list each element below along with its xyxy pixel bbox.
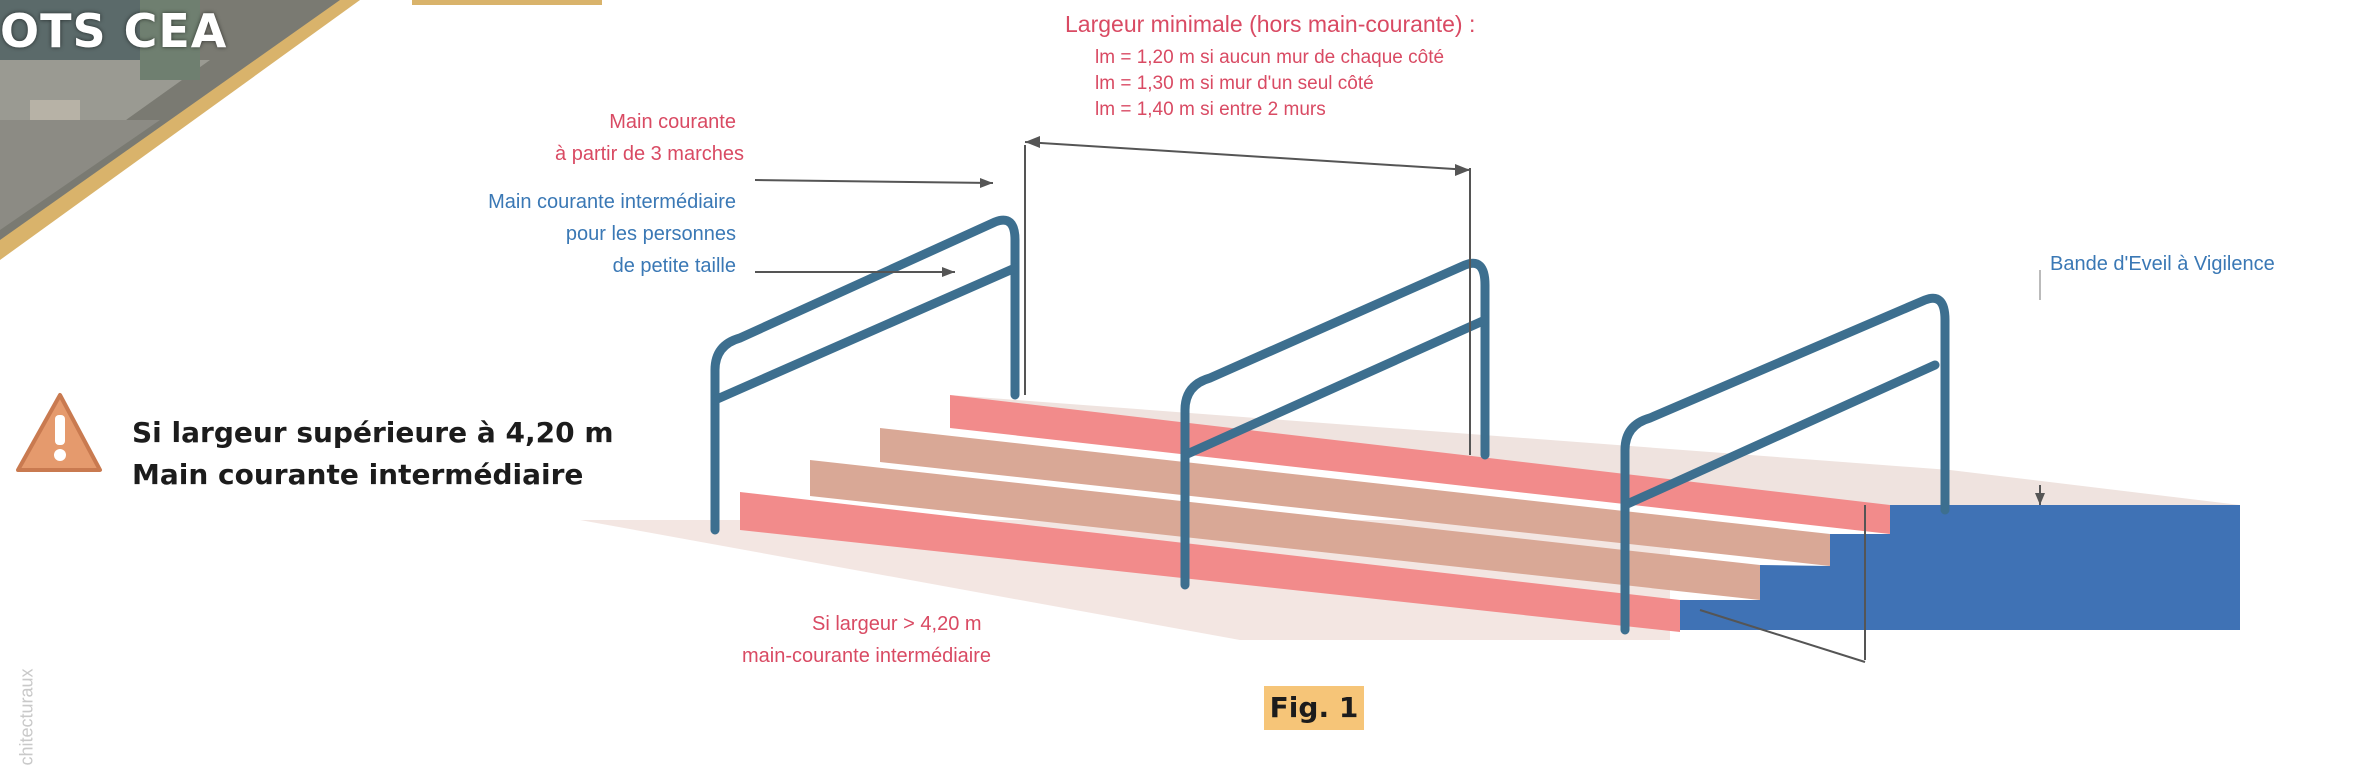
intermediate-label-3: de petite taille [612, 255, 736, 277]
step-1 [740, 492, 1680, 632]
width-line-2: lm = 1,30 m si mur d'un seul côté [1095, 73, 1374, 94]
width-title: Largeur minimale (hors main-courante) : [1065, 11, 1476, 37]
top-landing [950, 395, 2240, 510]
warning-line-2: Main courante intermédiaire [132, 458, 584, 491]
handrail-label-1: Main courante [609, 111, 736, 133]
intermediate-label-2: pour les personnes [565, 223, 736, 245]
step-2 [810, 460, 1760, 600]
handrail-leader [754, 179, 994, 184]
warning-band-label: Bande d'Eveil à Vigilence [2050, 253, 2275, 275]
width-line-1: lm = 1,20 m si aucun mur de chaque côté [1095, 47, 1445, 68]
banner-title: OTS CEA [0, 4, 228, 58]
width-line-3: lm = 1,40 m si entre 2 murs [1095, 99, 1326, 120]
handrail-middle [1180, 258, 1490, 590]
handrail-label-2: à partir de 3 marches [555, 143, 744, 165]
handrail-right [1620, 293, 1950, 635]
bottom-label-2: main-courante intermédiaire [742, 645, 992, 667]
banner-photo [0, 0, 360, 260]
side-caption: chitecturaux [16, 668, 37, 766]
warning-line-1: Si largeur supérieure à 4,20 m [132, 416, 614, 449]
width-dimension [1024, 141, 1471, 455]
landing-block [1680, 505, 2240, 630]
warning-text: Si largeur supérieure à 4,20 m Main cour… [132, 412, 614, 496]
handrail-left [710, 215, 1020, 535]
figure-caption: Fig. 1 [1264, 686, 1364, 730]
step-3 [880, 428, 1830, 566]
bottom-label-1: Si largeur > 4,20 m [812, 613, 982, 635]
warning-icon [16, 393, 102, 472]
intermediate-label-1: Main courante intermédiaire [488, 191, 736, 213]
top-accent-bar [412, 0, 602, 5]
